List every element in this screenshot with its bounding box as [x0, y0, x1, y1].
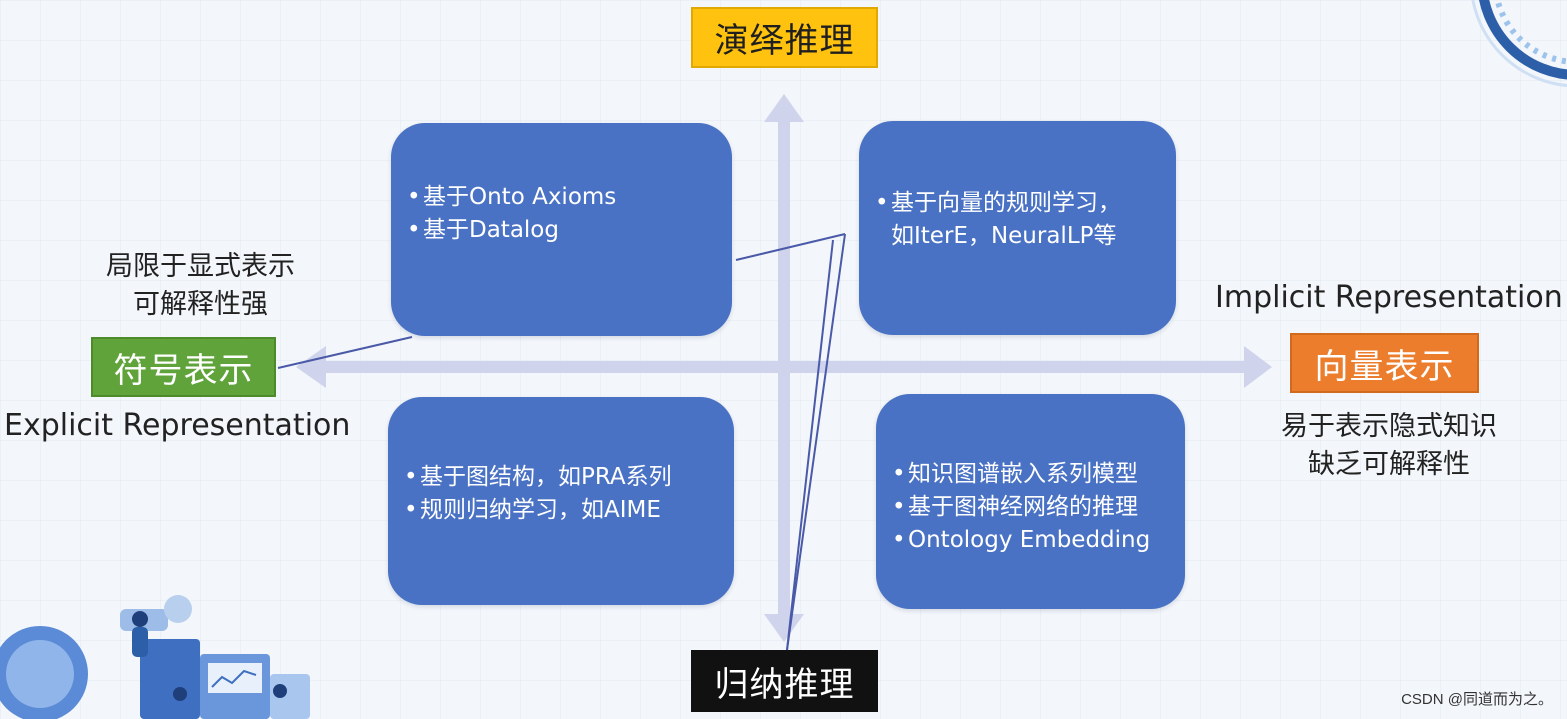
- explicit-representation-label: Explicit Representation: [4, 408, 351, 443]
- quadrant-bottom-right-box: 知识图谱嵌入系列模型 基于图神经网络的推理 Ontology Embedding: [876, 394, 1185, 609]
- inductive-reasoning-tag: 归纳推理: [691, 650, 878, 712]
- list-item: 基于Onto Axioms: [407, 181, 716, 214]
- list-item: 基于Datalog: [407, 214, 716, 247]
- left-annotation-cn: 局限于显式表示 可解释性强: [88, 248, 313, 324]
- vector-representation-tag: 向量表示: [1290, 333, 1479, 393]
- left-annotation-line-1: 局限于显式表示: [106, 251, 295, 282]
- horizontal-axis-arrow-left: [296, 346, 326, 388]
- list-item: 规则归纳学习，如AIME: [404, 494, 718, 527]
- vertical-axis-arrow-down: [764, 614, 804, 642]
- right-annotation-line-2: 缺乏可解释性: [1308, 449, 1470, 480]
- quadrant-top-left-box: 基于Onto Axioms 基于Datalog: [391, 123, 732, 336]
- axis-lines: [296, 94, 1272, 642]
- implicit-representation-label: Implicit Representation: [1215, 280, 1563, 315]
- left-annotation-line-2: 可解释性强: [133, 289, 268, 320]
- list-item-continuation: 如IterE，NeuralLP等: [891, 223, 1117, 249]
- tech-illustration-decoration: [0, 595, 310, 719]
- quadrant-bottom-left-list: 基于图结构，如PRA系列 规则归纳学习，如AIME: [404, 461, 718, 527]
- list-item: 知识图谱嵌入系列模型: [892, 458, 1169, 491]
- list-item: Ontology Embedding: [892, 524, 1169, 557]
- connector-left-tag-to-top-left-box: [277, 336, 413, 369]
- connector-top-left-box-to-top-right-box: [735, 233, 846, 261]
- list-item: 基于向量的规则学习，: [875, 187, 1160, 220]
- symbolic-representation-tag: 符号表示: [91, 337, 276, 397]
- horizontal-axis-arrow-right: [1244, 346, 1272, 388]
- quadrant-top-right-box: 基于向量的规则学习， 如IterE，NeuralLP等: [859, 121, 1176, 335]
- deductive-reasoning-tag: 演绎推理: [691, 7, 878, 68]
- connector-top-left-to-bottom-tag: [786, 239, 834, 651]
- quadrant-bottom-left-box: 基于图结构，如PRA系列 规则归纳学习，如AIME: [388, 397, 734, 605]
- right-annotation-cn: 易于表示隐式知识 缺乏可解释性: [1258, 408, 1520, 484]
- vertical-axis-arrow-up: [764, 94, 804, 122]
- right-annotation-line-1: 易于表示隐式知识: [1281, 411, 1497, 442]
- list-item: 基于图结构，如PRA系列: [404, 461, 718, 494]
- connector-top-right-box-to-bottom-tag: [786, 233, 846, 651]
- list-item: 基于图神经网络的推理: [892, 491, 1169, 524]
- csdn-watermark: CSDN @同道而为之。: [1401, 691, 1553, 708]
- quadrant-top-left-list: 基于Onto Axioms 基于Datalog: [407, 181, 716, 247]
- quadrant-top-right-list: 基于向量的规则学习， 如IterE，NeuralLP等: [875, 187, 1160, 253]
- connector-lines: [277, 233, 846, 651]
- quadrant-bottom-right-list: 知识图谱嵌入系列模型 基于图神经网络的推理 Ontology Embedding: [892, 458, 1169, 557]
- horizontal-axis: [320, 361, 1250, 373]
